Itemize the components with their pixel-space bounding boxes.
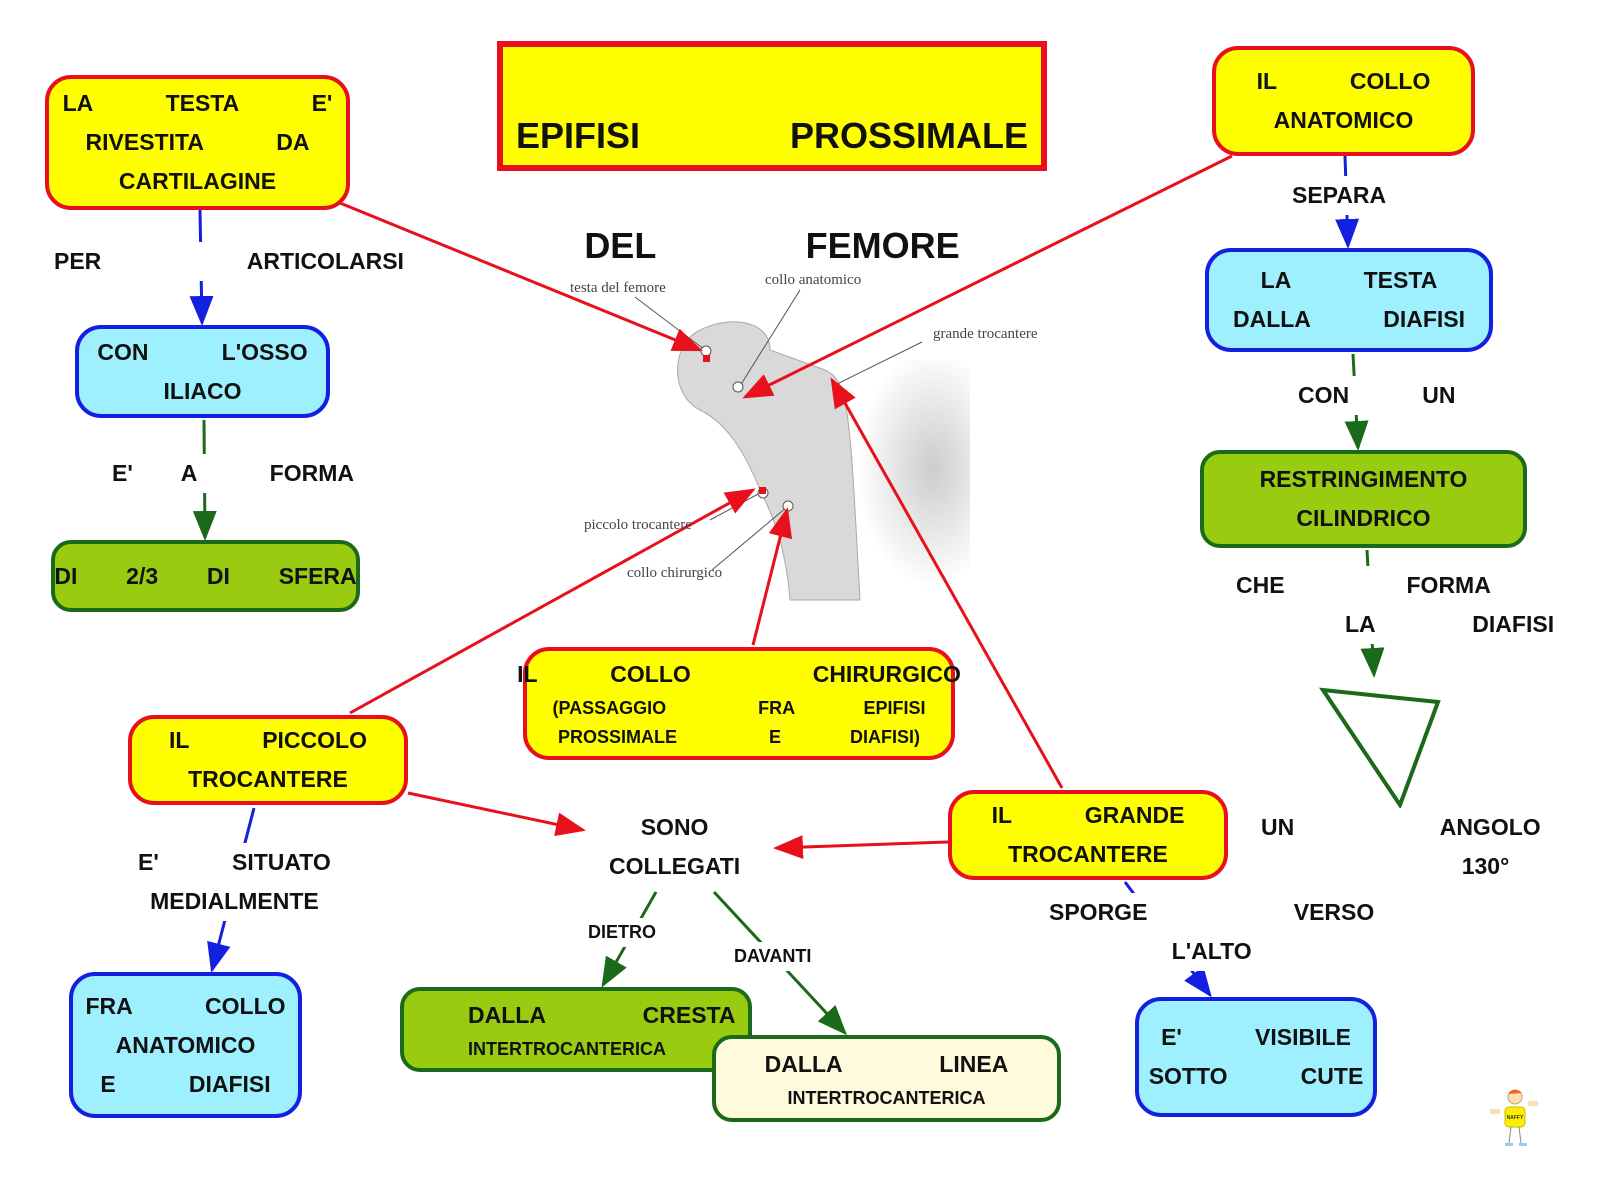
collo-chirurgico-title: IL COLLO CHIRURGICO <box>517 661 961 687</box>
cresta-title: DALLA CRESTA <box>468 1001 736 1028</box>
title-box: EPIFISI PROSSIMALE DEL FEMORE <box>497 41 1047 266</box>
link-situato: E' SITUATO MEDIALMENTE <box>134 843 335 921</box>
link-angolo: UN ANGOLO DI 130° <box>1257 808 1600 886</box>
node-sfera: DI 2/3 DI SFERA <box>51 540 360 612</box>
title-line-1: EPIFISI PROSSIMALE <box>515 115 1029 156</box>
node-grande-trocantere: IL GRANDE TROCANTERE <box>948 790 1228 880</box>
link-sporge: SPORGE VERSO L'ALTO <box>1045 893 1379 971</box>
node-collo-anatomico: IL COLLO ANATOMICO <box>1212 46 1475 156</box>
cresta-subtitle: INTERTROCANTERICA <box>468 1038 666 1059</box>
linea-title: DALLA LINEA <box>764 1050 1009 1077</box>
femur-illustration <box>634 289 970 601</box>
linea-subtitle: INTERTROCANTERICA <box>787 1087 986 1108</box>
link-che-forma: CHE FORMA CON LA DIAFISI <box>1232 566 1600 644</box>
node-osso-iliaco: CON L'OSSO ILIACO <box>75 325 330 418</box>
node-testa-diafisi: LA TESTA DALLA DIAFISI <box>1205 248 1493 352</box>
figure-label-collo-anatomico: collo anatomico <box>765 272 862 288</box>
figure-label-collo-chirurgico: collo chirurgico <box>627 565 723 581</box>
mascot-text: NAFFY <box>1507 1115 1524 1121</box>
figure-label-piccolo-trocantere: piccolo trocantere <box>584 517 692 533</box>
node-restringimento: RESTRINGIMENTO CILINDRICO <box>1200 450 1527 548</box>
node-visibile: E' VISIBILE SOTTO CUTE <box>1135 997 1377 1117</box>
link-sono-collegati: SONO COLLEGATI <box>605 808 745 886</box>
node-linea: DALLA LINEA INTERTROCANTERICA <box>712 1035 1061 1122</box>
collo-chirurgico-subtitle: (PASSAGGIO FRA EPIFISI PROSSIMALE E DIAF… <box>552 698 926 747</box>
figure-label-grande-trocantere: grande trocantere <box>933 326 1038 342</box>
title-line-2: DEL FEMORE <box>584 225 960 266</box>
link-dietro: DIETRO <box>584 918 661 947</box>
node-testa: LA TESTA E' RIVESTITA DA CARTILAGINE <box>45 75 350 210</box>
red-arrows <box>339 154 1233 860</box>
link-per-articolarsi: PER ARTICOLARSI <box>50 242 408 281</box>
link-davanti: DAVANTI <box>730 942 816 971</box>
angle-triangle <box>1318 687 1441 810</box>
node-collo-chirurgico: IL COLLO CHIRURGICO (PASSAGGIO FRA EPIFI… <box>517 647 961 760</box>
link-a-forma: E' A FORMA <box>108 454 358 493</box>
node-piccolo-trocantere: IL PICCOLO TROCANTERE <box>128 715 408 805</box>
figure-label-testa: testa del femore <box>570 280 666 296</box>
link-separa: SEPARA <box>1288 176 1391 215</box>
node-fra-collo: FRA COLLO ANATOMICO E DIAFISI <box>69 972 302 1118</box>
mascot-icon: NAFFY <box>1490 1089 1538 1146</box>
link-con-un: CON UN <box>1294 376 1460 415</box>
node-cresta: DALLA CRESTA INTERTROCANTERICA <box>400 987 752 1072</box>
